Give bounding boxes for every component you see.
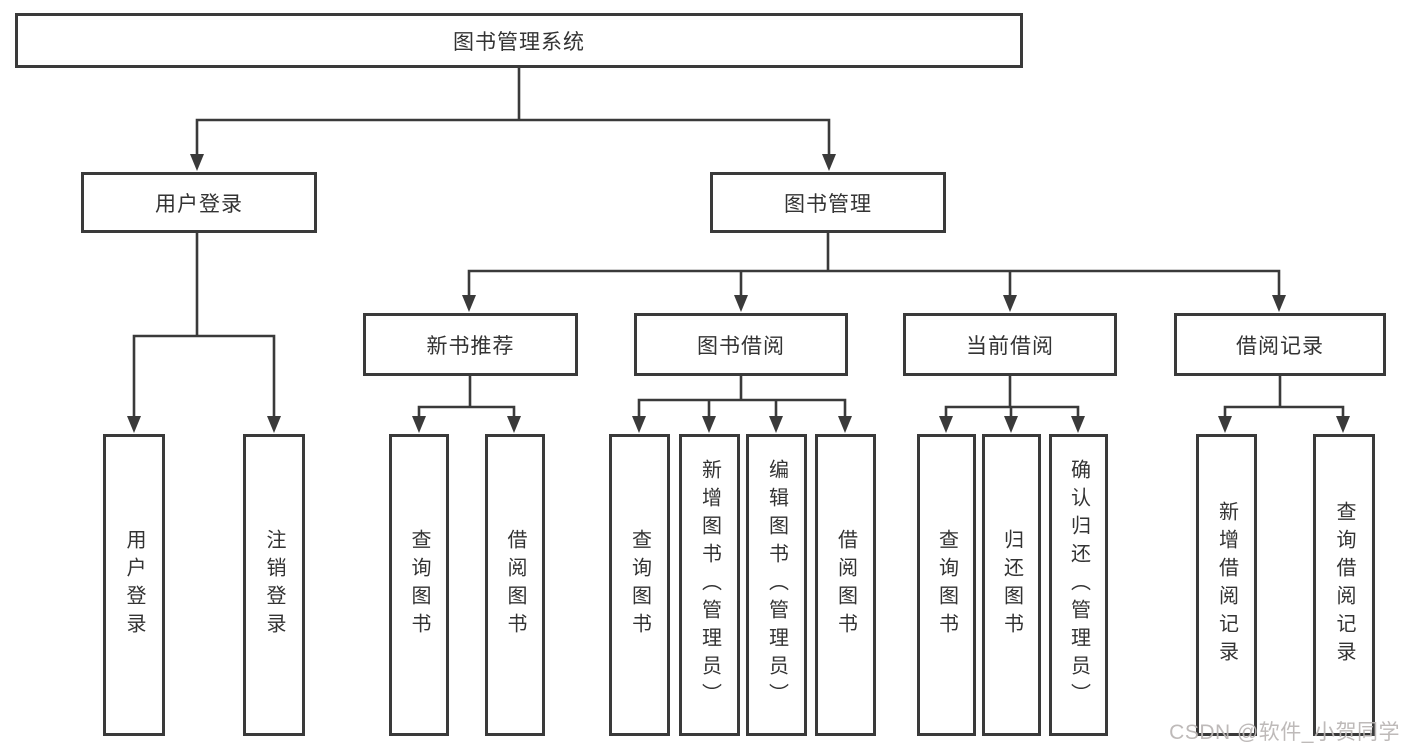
- node-label: 查询图书: [628, 529, 651, 641]
- arrowhead-icon: [838, 416, 852, 433]
- arrowhead-icon: [462, 295, 476, 312]
- arrowhead-icon: [734, 295, 748, 312]
- node-label: 用户登录: [123, 529, 145, 641]
- leaf-add-book-admin: 新增图书（管理员）: [679, 434, 740, 736]
- arrowhead-icon: [127, 416, 141, 433]
- arrowhead-icon: [769, 416, 783, 433]
- node-book-borrowing: 图书借阅: [634, 313, 848, 376]
- leaf-return-books: 归还图书: [982, 434, 1041, 736]
- arrowhead-icon: [267, 416, 281, 433]
- arrowhead-icon: [1218, 416, 1232, 433]
- connector-line: [1223, 374, 1345, 420]
- node-label: 借阅记录: [1236, 334, 1324, 358]
- node-label: 归还图书: [1000, 529, 1023, 641]
- leaf-add-borrow-record: 新增借阅记录: [1196, 434, 1257, 736]
- connector-borrowrecord-to-leaves: [1218, 374, 1350, 433]
- connector-line: [417, 374, 516, 420]
- leaf-query-borrow-record: 查询借阅记录: [1313, 434, 1375, 736]
- connector-line: [944, 374, 1080, 420]
- arrowhead-icon: [1003, 295, 1017, 312]
- arrowhead-icon: [1071, 416, 1085, 433]
- node-label: 查询图书: [408, 529, 430, 641]
- connector-line: [637, 374, 847, 420]
- node-label: 图书借阅: [697, 334, 785, 358]
- node-label: 确认归还（管理员）: [1067, 459, 1090, 711]
- arrowhead-icon: [1272, 295, 1286, 312]
- connector-bookborrow-to-leaves: [632, 374, 852, 433]
- leaf-user-login: 用户登录: [103, 434, 165, 736]
- arrowhead-icon: [939, 416, 953, 433]
- connector-userlogin-to-leaves: [127, 231, 281, 433]
- node-label: 新增借阅记录: [1215, 501, 1238, 669]
- connector-line: [132, 231, 276, 420]
- node-label: 新书推荐: [426, 334, 515, 358]
- node-label: 图书管理系统: [453, 30, 585, 54]
- node-label: 编辑图书（管理员）: [765, 459, 788, 711]
- arrowhead-icon: [822, 154, 836, 171]
- node-label: 借阅图书: [834, 529, 857, 641]
- node-label: 新增图书（管理员）: [698, 459, 721, 711]
- connector-line: [195, 66, 831, 158]
- node-label: 当前借阅: [966, 334, 1054, 358]
- connector-bookmgmt-to-level2: [462, 231, 1286, 312]
- leaf-borrow-books: 借阅图书: [485, 434, 545, 736]
- arrowhead-icon: [1004, 416, 1018, 433]
- node-label: 查询借阅记录: [1333, 501, 1355, 669]
- arrowhead-icon: [190, 154, 204, 171]
- arrowhead-icon: [507, 416, 521, 433]
- arrowhead-icon: [632, 416, 646, 433]
- arrowhead-icon: [1336, 416, 1350, 433]
- connector-currentborrow-to-leaves: [939, 374, 1085, 433]
- node-label: 查询图书: [935, 529, 958, 641]
- node-label: 借阅图书: [504, 529, 526, 641]
- csdn-watermark: CSDN @软件_小贺同学: [1169, 721, 1400, 744]
- node-new-book-recommend: 新书推荐: [363, 313, 578, 376]
- node-label: 注销登录: [263, 529, 285, 641]
- connector-line: [467, 231, 1281, 299]
- connector-root-to-level1: [190, 66, 836, 171]
- leaf-borrow-books: 借阅图书: [815, 434, 876, 736]
- node-book-management: 图书管理: [710, 172, 946, 233]
- arrowhead-icon: [702, 416, 716, 433]
- leaf-edit-book-admin: 编辑图书（管理员）: [746, 434, 807, 736]
- node-current-borrowing: 当前借阅: [903, 313, 1117, 376]
- leaf-query-books: 查询图书: [389, 434, 449, 736]
- node-borrowing-records: 借阅记录: [1174, 313, 1386, 376]
- connector-newbook-to-leaves: [412, 374, 521, 433]
- leaf-confirm-return-admin: 确认归还（管理员）: [1049, 434, 1108, 736]
- leaf-logout: 注销登录: [243, 434, 305, 736]
- leaf-query-books: 查询图书: [917, 434, 976, 736]
- arrowhead-icon: [412, 416, 426, 433]
- leaf-query-books: 查询图书: [609, 434, 670, 736]
- node-label: 图书管理: [784, 192, 872, 216]
- node-root-system: 图书管理系统: [15, 13, 1023, 68]
- node-user-login: 用户登录: [81, 172, 317, 233]
- node-label: 用户登录: [155, 192, 243, 216]
